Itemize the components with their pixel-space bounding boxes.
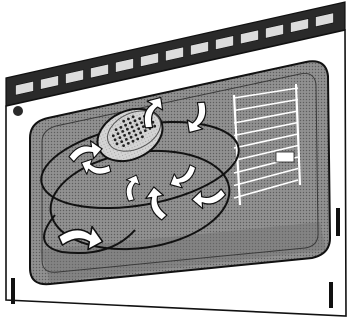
fan-hole bbox=[130, 136, 133, 139]
fan-hole bbox=[132, 140, 135, 143]
fan-hole bbox=[136, 123, 139, 126]
screw-icon bbox=[13, 106, 23, 116]
fan-hole bbox=[119, 136, 122, 139]
fan-hole bbox=[124, 124, 127, 127]
fan-hole bbox=[120, 126, 123, 129]
fan-hole bbox=[122, 120, 125, 123]
fan-hole bbox=[125, 138, 128, 141]
fan-hole bbox=[123, 134, 126, 137]
fan-hole bbox=[131, 126, 134, 129]
fan-hole bbox=[114, 138, 117, 141]
fan-hole bbox=[112, 134, 115, 137]
fan-hole bbox=[138, 117, 141, 120]
fan-hole bbox=[141, 135, 144, 138]
fan-hole bbox=[136, 138, 139, 141]
fan-hole bbox=[144, 129, 147, 132]
fan-hole bbox=[135, 134, 138, 137]
fan-hole bbox=[121, 130, 124, 133]
fan-hole bbox=[139, 131, 142, 134]
fan-hole bbox=[117, 132, 120, 135]
fan-hole bbox=[129, 122, 132, 125]
fan-hole bbox=[115, 128, 118, 131]
fan-hole bbox=[128, 132, 131, 135]
hinge-left bbox=[11, 278, 15, 304]
fan-hole bbox=[127, 118, 130, 121]
fan-hole bbox=[137, 127, 140, 130]
hinge-right bbox=[329, 282, 333, 308]
fan-hole bbox=[132, 115, 135, 118]
fan-hole bbox=[133, 130, 136, 133]
fan-hole bbox=[126, 128, 129, 131]
fan-hole bbox=[134, 119, 137, 122]
rack-tab bbox=[276, 152, 294, 162]
fan-hole bbox=[153, 125, 156, 128]
side-slot-right bbox=[336, 208, 340, 236]
fan-hole bbox=[116, 142, 119, 145]
fan-hole bbox=[127, 142, 130, 145]
fan-hole bbox=[120, 140, 123, 143]
fan-hole bbox=[122, 144, 125, 147]
fan-hole bbox=[140, 121, 143, 124]
